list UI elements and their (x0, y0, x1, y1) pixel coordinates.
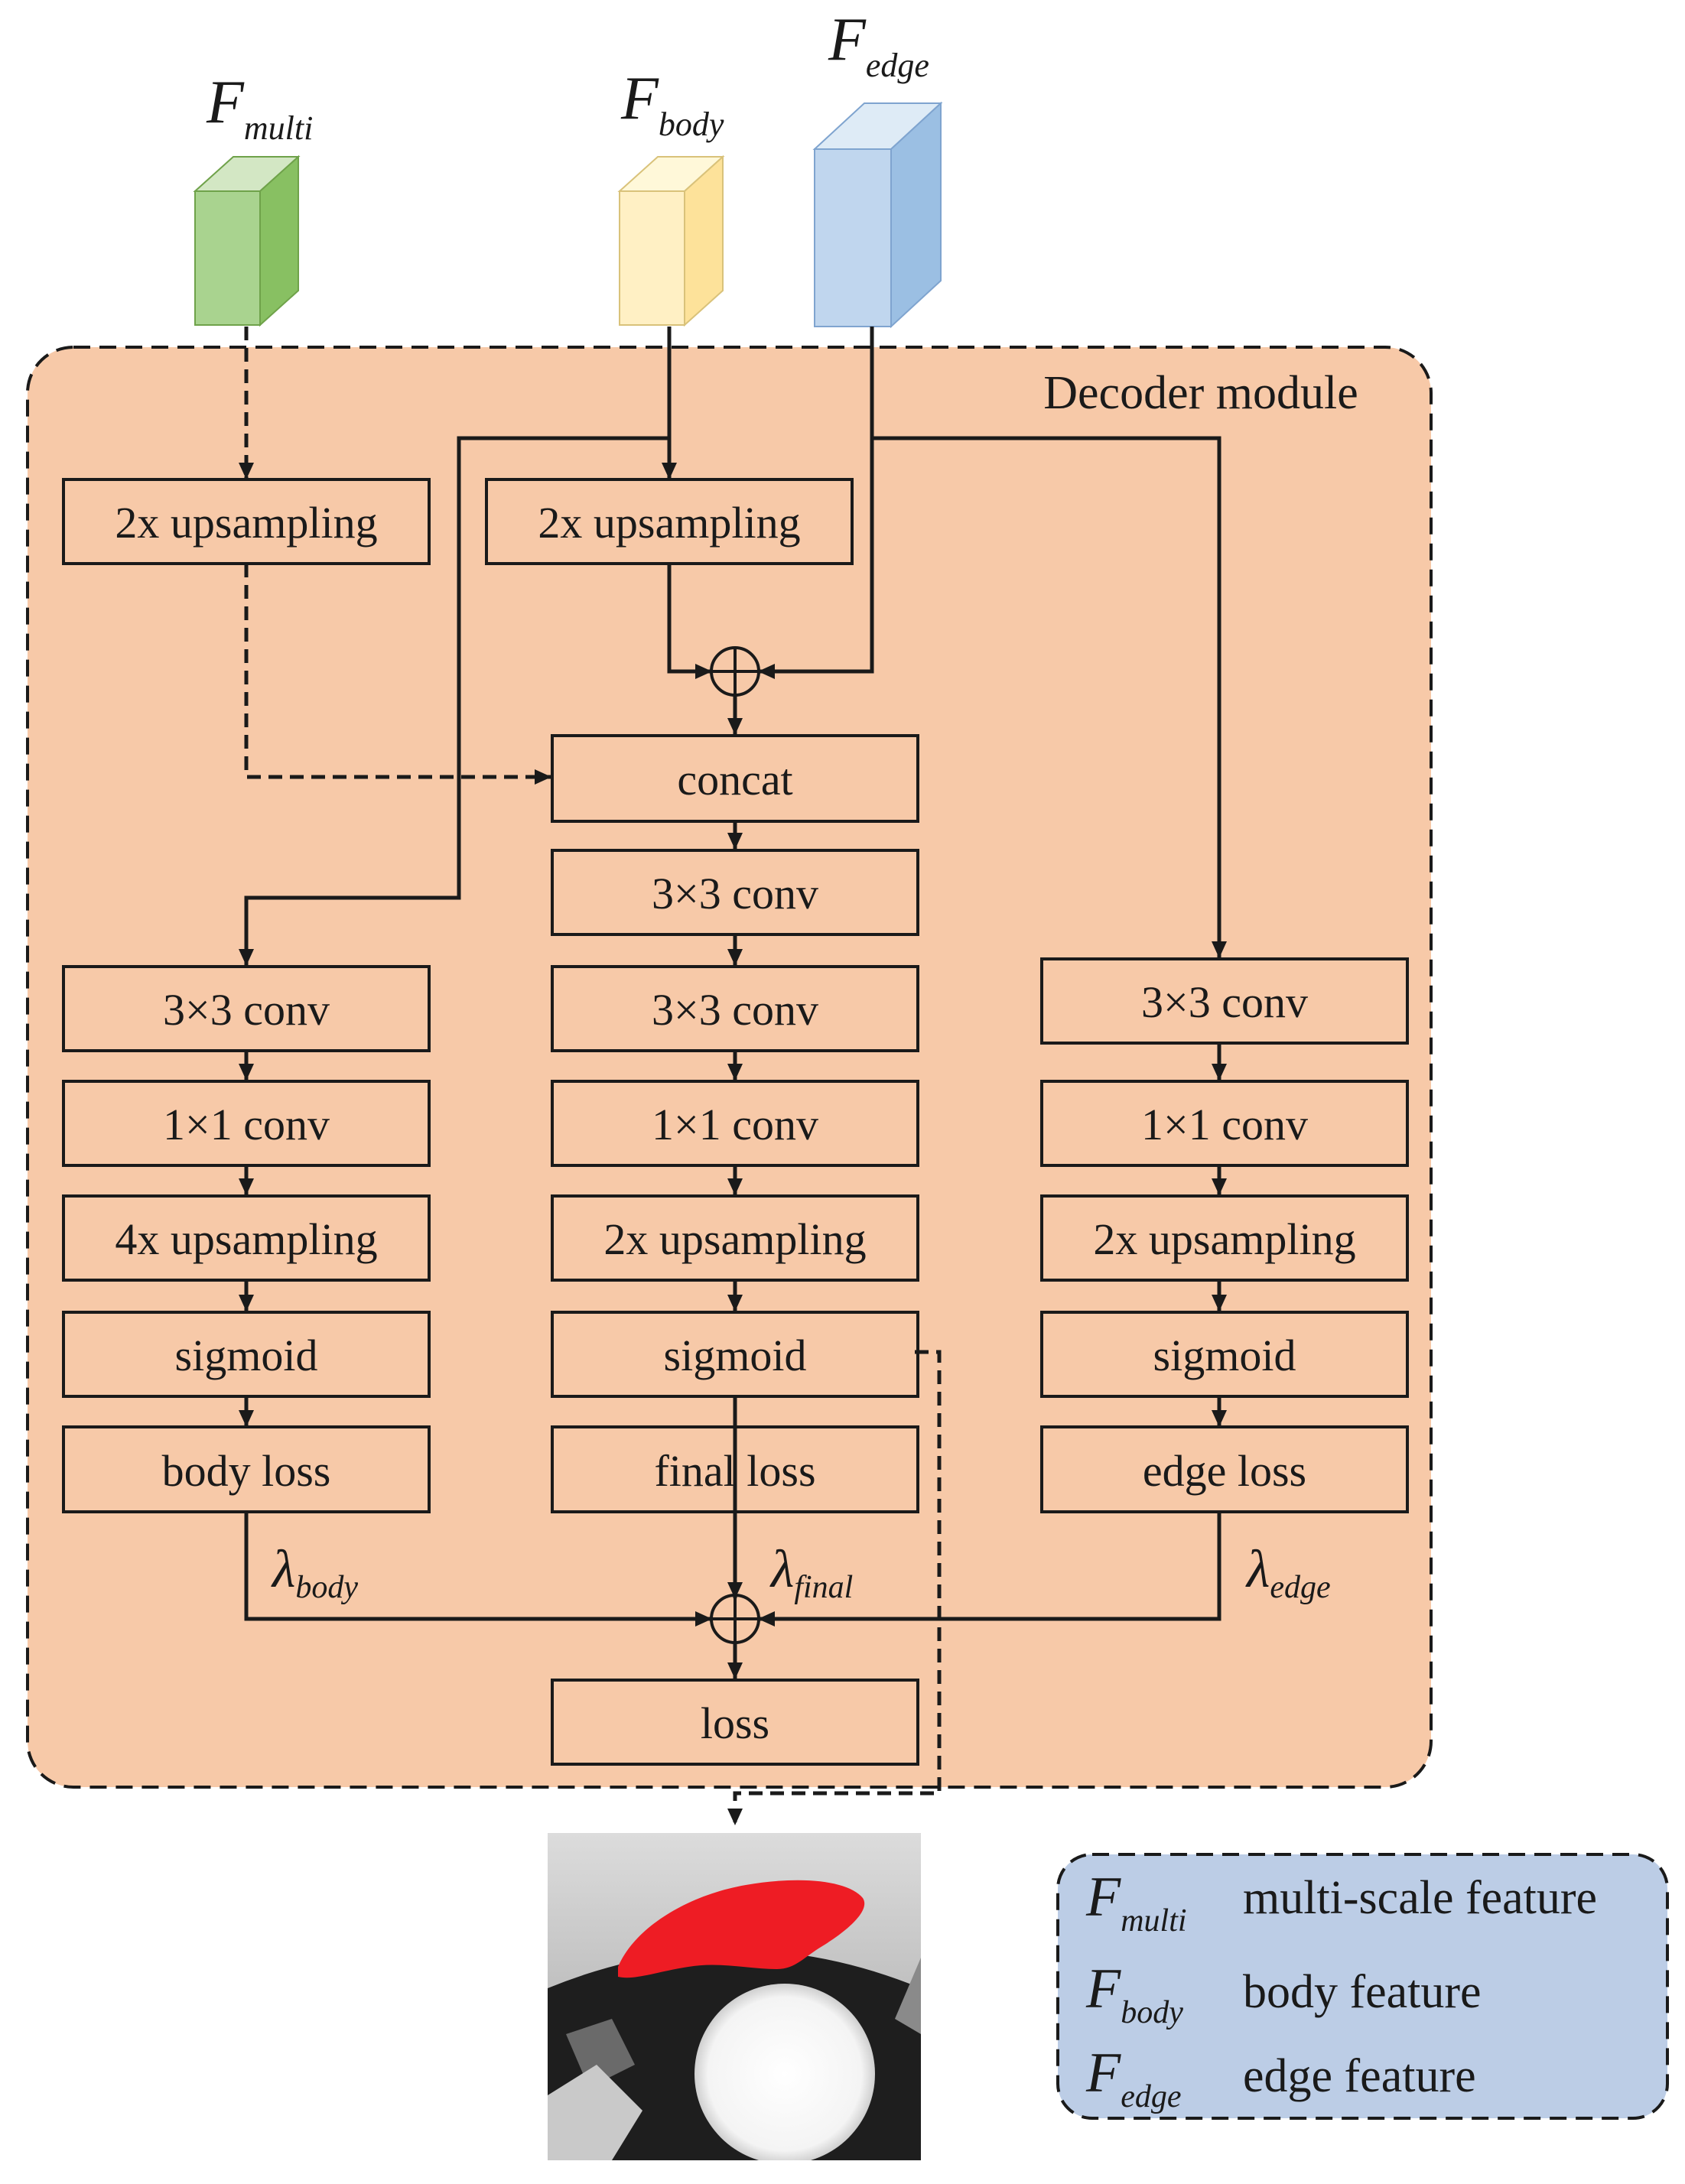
box-right-loss (1040, 1425, 1409, 1513)
svg-text:Fbody: Fbody (1085, 1958, 1183, 2030)
input-cube-edge (812, 101, 943, 329)
output-segmentation-image (548, 1833, 921, 2160)
label-center-conv1: 1×1 conv (652, 1100, 818, 1149)
box-left-conv1 (62, 1080, 431, 1167)
lambda-edge: λedge (1245, 1540, 1331, 1605)
label-center-sigmoid: sigmoid (664, 1331, 807, 1380)
box-center-up (551, 1194, 919, 1282)
label-f-multi: Fmulti (206, 69, 313, 147)
legend-panel (1056, 1853, 1669, 2120)
box-center-conv3b (551, 965, 919, 1052)
arrow-upsampling-to-sum (667, 564, 712, 679)
arrow-body-to-left-branch (239, 436, 669, 966)
input-cube-multi (193, 154, 301, 327)
legend-item-multi: Fmulti multi-scale feature (1085, 1866, 1597, 1939)
label-up-body: 2x upsampling (538, 498, 800, 548)
label-total-loss: loss (701, 1698, 769, 1748)
box-left-conv3 (62, 965, 431, 1052)
arrow-edge-to-right-branch (872, 436, 1227, 958)
svg-text:multi-scale feature: multi-scale feature (1243, 1872, 1597, 1924)
box-right-sigmoid (1040, 1311, 1409, 1398)
label-f-edge: Fedge (828, 6, 929, 84)
arrow-edge-to-sum (758, 327, 874, 679)
label-center-conv3b: 3×3 conv (652, 985, 818, 1035)
input-cube-body (617, 154, 725, 327)
label-center-conv3a: 3×3 conv (652, 869, 818, 918)
label-concat: concat (677, 755, 792, 804)
label-right-conv1: 1×1 conv (1141, 1100, 1308, 1149)
box-center-sigmoid (551, 1311, 919, 1398)
box-left-up (62, 1194, 431, 1282)
label-up-multi: 2x upsampling (115, 498, 377, 548)
legend-item-edge: Fedge edge feature (1085, 2042, 1476, 2114)
label-right-up: 2x upsampling (1093, 1214, 1355, 1264)
label-left-conv3: 3×3 conv (163, 985, 330, 1035)
sum-node-features (710, 646, 760, 697)
label-left-conv1: 1×1 conv (163, 1100, 330, 1149)
box-right-up (1040, 1194, 1409, 1282)
box-concat (551, 734, 919, 823)
box-right-conv1 (1040, 1080, 1409, 1167)
box-up-multi (62, 478, 431, 565)
label-right-sigmoid: sigmoid (1153, 1331, 1296, 1380)
label-right-conv3: 3×3 conv (1141, 977, 1308, 1027)
label-left-sigmoid: sigmoid (175, 1331, 318, 1380)
svg-text:edge feature: edge feature (1243, 2050, 1476, 2102)
box-left-sigmoid (62, 1311, 431, 1398)
sum-node-losses (710, 1594, 760, 1644)
box-left-loss (62, 1425, 431, 1513)
box-center-conv1 (551, 1080, 919, 1167)
svg-text:Fedge: Fedge (1085, 2042, 1182, 2114)
box-center-loss (551, 1425, 919, 1513)
box-center-conv3a (551, 849, 919, 936)
svg-text:body feature: body feature (1243, 1966, 1482, 2018)
lambda-body: λbody (271, 1540, 358, 1605)
label-left-up: 4x upsampling (115, 1214, 377, 1264)
lambda-final: λfinal (769, 1540, 853, 1605)
label-center-loss: final loss (654, 1446, 815, 1496)
box-right-conv3 (1040, 957, 1409, 1045)
decoder-module-title: Decoder module (1043, 367, 1358, 419)
label-center-up: 2x upsampling (603, 1214, 866, 1264)
svg-text:Fmulti: Fmulti (1085, 1866, 1187, 1939)
segmentation-mask (618, 1880, 865, 1978)
label-f-body: Fbody (620, 65, 724, 143)
box-total-loss (551, 1679, 919, 1766)
box-up-body (485, 478, 854, 565)
arrow-upsampling-to-concat (244, 564, 551, 785)
legend-item-body: Fbody body feature (1085, 1958, 1482, 2030)
label-left-loss: body loss (162, 1446, 331, 1496)
label-right-loss: edge loss (1143, 1446, 1306, 1496)
